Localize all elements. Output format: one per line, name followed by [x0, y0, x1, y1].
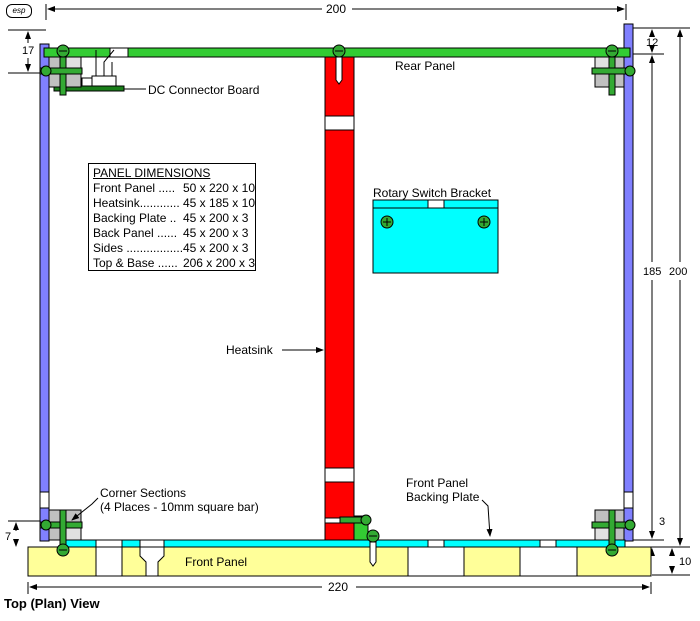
esp-logo: esp	[6, 4, 32, 18]
label-corner-sections-detail: (4 Places - 10mm square bar)	[100, 500, 259, 514]
view-title: Top (Plan) View	[4, 596, 100, 611]
dim-left-7: 7	[5, 531, 12, 543]
dim-right-10: 10	[679, 556, 692, 568]
right-side-gap	[623, 491, 634, 509]
dim-right-185: 185	[643, 266, 662, 278]
label-rotary-bracket: Rotary Switch Bracket	[373, 186, 492, 200]
heatsink	[324, 56, 355, 541]
dim-row: Sides .................45 x 200 x 3	[93, 241, 249, 255]
label-dc-connector: DC Connector Board	[148, 83, 260, 97]
label-front-panel: Front Panel	[185, 555, 248, 569]
dim-row: Top & Base ......206 x 200 x 3	[93, 256, 255, 270]
dim-row: Heatsink............45 x 185 x 10	[93, 196, 255, 210]
label-rear-panel: Rear Panel	[395, 59, 456, 73]
dim-bottom-width: 220	[328, 580, 349, 594]
bracket-screw-right	[477, 215, 491, 229]
panel-dimensions-title: PANEL DIMENSIONS	[93, 166, 211, 180]
left-side-gap	[39, 491, 50, 509]
front-panel-slot	[139, 546, 165, 577]
right-side-panel	[623, 23, 634, 542]
label-corner-sections: Corner Sections	[100, 486, 187, 500]
left-side-panel	[39, 43, 50, 542]
backing-leader	[481, 499, 493, 537]
corner-leader	[71, 497, 99, 521]
dim-right-12: 12	[646, 37, 659, 49]
dim-left-17: 17	[22, 45, 35, 57]
dim-row: Backing Plate ..45 x 200 x 3	[93, 211, 249, 225]
rear-panel-cutout	[109, 47, 129, 58]
dim-row: Back Panel ......45 x 200 x 3	[93, 226, 249, 240]
panel-dimensions-table: PANEL DIMENSIONS Front Panel .....50 x 2…	[88, 163, 256, 271]
bracket-screw-left	[380, 215, 394, 229]
label-front-backing-1: Front Panel	[406, 476, 469, 490]
dim-right-3: 3	[659, 516, 666, 528]
label-front-backing-2: Backing Plate	[406, 490, 480, 504]
dim-top-width: 200	[326, 2, 347, 16]
dim-right-200: 200	[669, 266, 688, 278]
label-heatsink: Heatsink	[226, 343, 273, 357]
dim-row: Front Panel .....50 x 220 x 10	[93, 181, 255, 195]
rotary-switch-bracket	[372, 199, 499, 274]
